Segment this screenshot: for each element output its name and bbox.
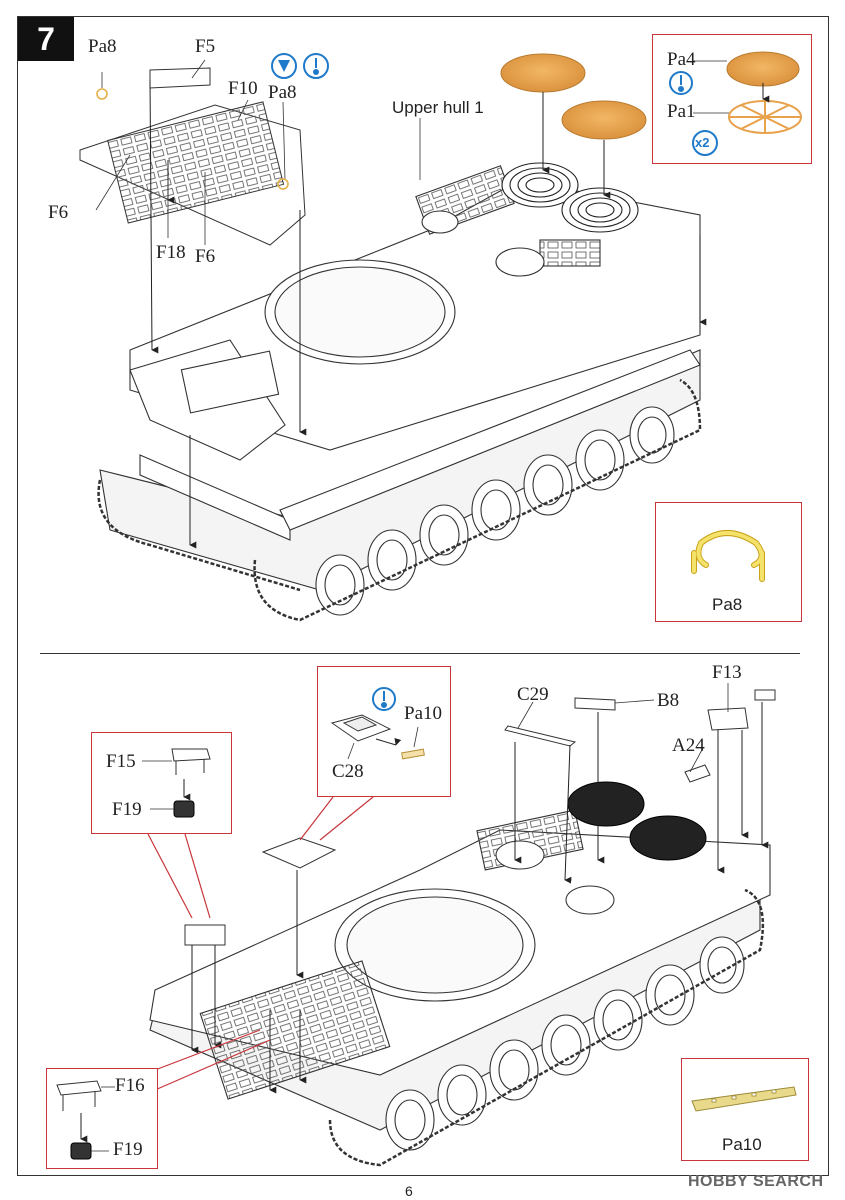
pa8-caption: Pa8 <box>712 595 743 614</box>
label-pa8-left: Pa8 <box>88 36 117 57</box>
inset-pa8: Pa8 <box>655 502 802 622</box>
label-c29: C29 <box>517 684 549 705</box>
label-f5: F5 <box>195 36 216 57</box>
label-pa4: Pa4 <box>667 49 696 70</box>
label-f15: F15 <box>106 751 136 772</box>
inset-pa10: Pa10 <box>681 1058 809 1161</box>
f15-assembly <box>184 924 226 946</box>
bend-icon <box>303 53 329 79</box>
bottom-tank <box>149 809 771 1167</box>
page-number: 6 <box>405 1183 413 1199</box>
label-f16: F16 <box>115 1075 145 1096</box>
label-b8: B8 <box>657 690 680 711</box>
label-a24: A24 <box>672 735 705 756</box>
inset-c28-pa10: Pa10 C28 <box>317 666 451 797</box>
label-pa8-mid: Pa8 <box>268 82 297 103</box>
road-wheels-top <box>315 406 675 616</box>
step-number: 7 <box>18 17 74 61</box>
label-pa10: Pa10 <box>404 703 442 724</box>
section-divider <box>40 653 800 654</box>
photoetch-disks <box>500 53 647 140</box>
road-wheels-bottom <box>385 936 745 1151</box>
top-tank <box>97 162 702 622</box>
a24-part <box>684 764 711 783</box>
label-f13: F13 <box>712 662 742 683</box>
f13-part <box>707 707 749 731</box>
b8-part <box>574 697 616 711</box>
label-upper-hull: Upper hull 1 <box>392 98 484 117</box>
drill-hole-icon <box>271 53 297 79</box>
multiplier-badge: x2 <box>695 135 710 150</box>
label-f19-upper: F19 <box>112 799 142 820</box>
f10-grille-part <box>79 67 306 246</box>
label-f10: F10 <box>228 78 258 99</box>
label-pa1: Pa1 <box>667 101 696 122</box>
inset-f15-f19: F15 F19 <box>91 732 232 834</box>
pa10-caption: Pa10 <box>722 1135 762 1154</box>
page-frame <box>17 16 829 1176</box>
label-c28: C28 <box>332 761 364 782</box>
c28-part <box>261 837 337 869</box>
brand-watermark: HOBBY SEARCH <box>688 1173 824 1190</box>
inset-f16-f19: F16 F19 <box>46 1068 158 1169</box>
label-f18: F18 <box>156 242 186 263</box>
inset-pa4-pa1: Pa4 Pa1 x2 <box>652 34 812 164</box>
label-f6-left: F6 <box>48 202 69 223</box>
label-f19-lower: F19 <box>113 1139 143 1160</box>
label-f6-right: F6 <box>195 246 216 267</box>
